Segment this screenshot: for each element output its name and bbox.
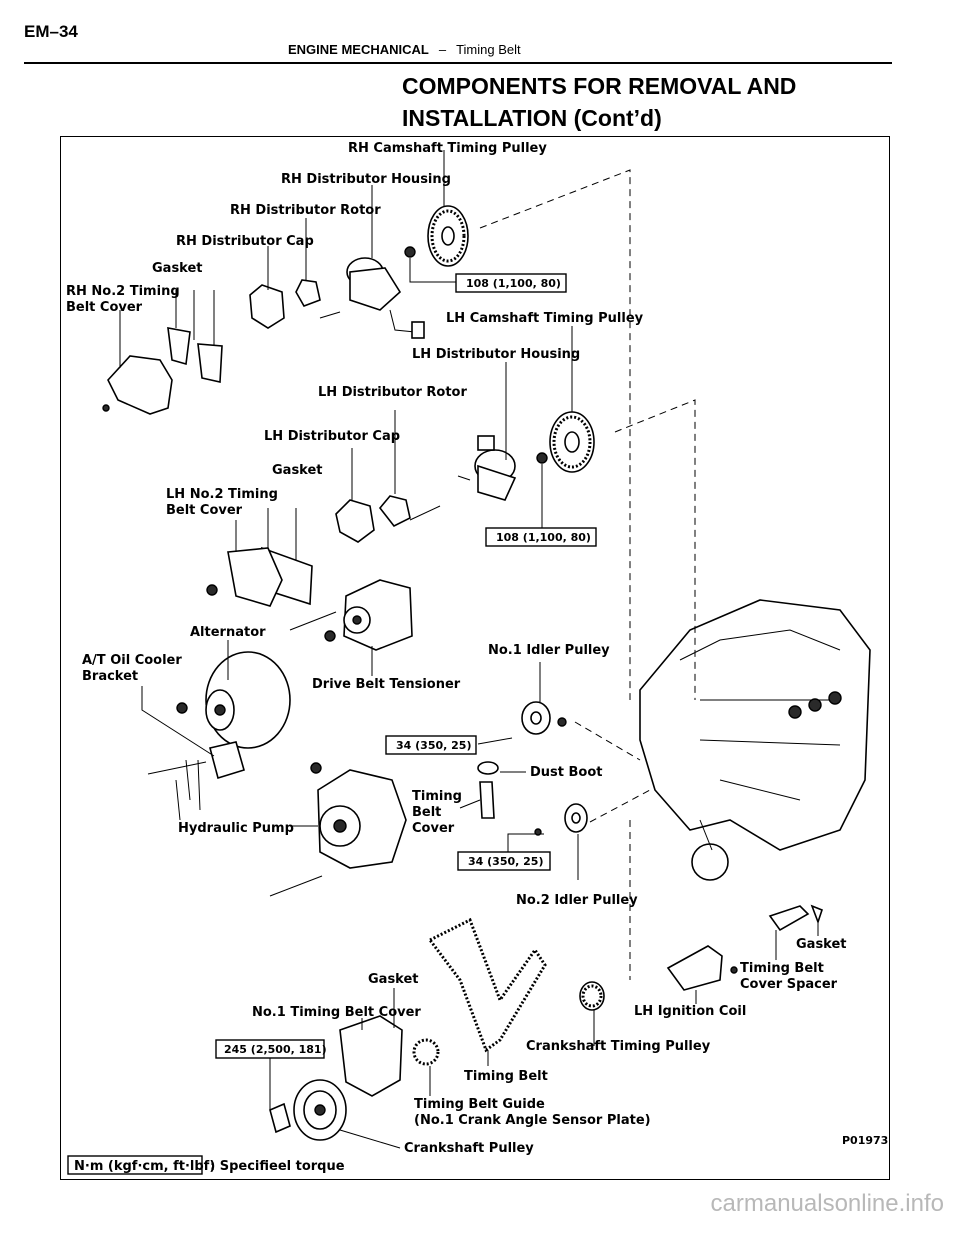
label-gasket-lh: Gasket xyxy=(272,463,323,478)
label-lh-ignition-coil: LH Ignition Coil xyxy=(634,1004,746,1019)
page-id: EM–34 xyxy=(24,22,78,41)
label-timing-belt-guide-line1: Timing Belt Guide xyxy=(414,1097,545,1112)
crankshaft-timing-pulley-drawing xyxy=(579,981,605,1046)
crankshaft-pulley-drawing xyxy=(269,1056,401,1149)
label-no2-idler-pulley: No.2 Idler Pulley xyxy=(516,893,638,908)
label-gasket-rh: Gasket xyxy=(152,261,203,276)
label-dust-boot: Dust Boot xyxy=(530,765,603,780)
label-rh-no2-cover-line1: RH No.2 Timing xyxy=(66,284,180,299)
header-subsection: Timing Belt xyxy=(456,42,521,57)
label-lh-distributor-rotor: LH Distributor Rotor xyxy=(318,385,467,400)
label-rh-distributor-housing: RH Distributor Housing xyxy=(281,172,451,187)
torque-no2-idler: 34 (350, 25) xyxy=(468,855,543,868)
header-section: ENGINE MECHANICAL xyxy=(288,42,429,57)
label-rh-camshaft-timing-pulley: RH Camshaft Timing Pulley xyxy=(348,141,547,156)
torque-lh-cam-pulley: 108 (1,100, 80) xyxy=(496,531,591,544)
label-timing-belt-cover-line2: Belt xyxy=(412,805,441,820)
header-rule xyxy=(24,62,892,64)
label-timing-belt: Timing Belt xyxy=(464,1069,548,1084)
label-lh-distributor-housing: LH Distributor Housing xyxy=(412,347,580,362)
lh-ignition-coil-drawing xyxy=(666,904,823,1004)
torque-no1-idler: 34 (350, 25) xyxy=(396,739,471,752)
label-gasket-spacer: Gasket xyxy=(796,937,847,952)
label-timing-belt-guide-line2: (No.1 Crank Angle Sensor Plate) xyxy=(414,1113,651,1128)
legend-unit-box xyxy=(67,1155,203,1175)
alternator-drawing xyxy=(176,640,291,749)
label-crankshaft-pulley: Crankshaft Pulley xyxy=(404,1141,534,1156)
torque-legend: N·m (kgf·cm, ft·lbf) : Specifieel torque xyxy=(67,1155,345,1175)
label-no1-timing-belt-cover: No.1 Timing Belt Cover xyxy=(252,1005,421,1020)
label-drive-belt-tensioner: Drive Belt Tensioner xyxy=(312,677,461,692)
engine-assembly-drawing xyxy=(639,599,871,881)
label-rh-no2-cover-line2: Belt Cover xyxy=(66,300,143,315)
timing-belt-drawing xyxy=(427,917,547,1066)
lh-no2-cover-drawing xyxy=(206,508,313,607)
label-figure-code: P01973 xyxy=(842,1134,888,1147)
label-timing-belt-cover-line3: Cover xyxy=(412,821,455,836)
label-crankshaft-timing-pulley: Crankshaft Timing Pulley xyxy=(526,1039,711,1054)
label-rh-distributor-cap: RH Distributor Cap xyxy=(176,234,314,249)
label-timing-belt-cover-line1: Timing xyxy=(412,789,462,804)
running-header: ENGINE MECHANICAL–Timing Belt xyxy=(288,42,521,57)
at-oil-cooler-bracket-drawing xyxy=(141,686,245,821)
torque-box-no2-idler xyxy=(457,851,551,871)
alignment-lines xyxy=(479,169,696,980)
label-timing-belt-cover-spacer-line2: Cover Spacer xyxy=(740,977,838,992)
figure-frame xyxy=(60,136,890,1180)
label-hydraulic-pump: Hydraulic Pump xyxy=(178,821,294,836)
label-alternator: Alternator xyxy=(190,625,266,640)
dust-boot-drawing xyxy=(459,761,526,819)
lh-camshaft-timing-pulley-drawing xyxy=(536,326,595,528)
legend-unit: N·m (kgf·cm, ft·lbf) xyxy=(74,1159,215,1174)
torque-crankshaft-pulley: 245 (2,500, 181) xyxy=(224,1043,327,1056)
torque-box-lh-cam xyxy=(485,527,597,547)
timing-belt-guide-drawing xyxy=(412,1038,440,1096)
label-lh-no2-cover-line2: Belt Cover xyxy=(166,503,243,518)
torque-specs: 108 (1,100, 80) 108 (1,100, 80) 34 (350,… xyxy=(215,273,597,1059)
header-separator: – xyxy=(438,42,447,57)
rh-no2-cover-drawing xyxy=(102,290,223,415)
rh-distributor-parts-drawing xyxy=(249,185,425,339)
no2-idler-pulley-drawing xyxy=(507,803,588,880)
rh-camshaft-timing-pulley-drawing xyxy=(404,150,469,283)
drive-belt-tensioner-drawing xyxy=(289,579,413,676)
page-heading: COMPONENTS FOR REMOVAL AND INSTALLATION … xyxy=(402,70,796,134)
torque-box-rh-cam xyxy=(455,273,567,293)
hydraulic-pump-drawing xyxy=(269,762,407,897)
label-at-oil-cooler-line2: Bracket xyxy=(82,669,138,684)
label-lh-no2-cover-line1: LH No.2 Timing xyxy=(166,487,278,502)
heading-line-1: COMPONENTS FOR REMOVAL AND xyxy=(402,73,797,99)
watermark: carmanualsonline.info xyxy=(710,1190,944,1217)
label-lh-camshaft-timing-pulley: LH Camshaft Timing Pulley xyxy=(446,311,644,326)
legend-meaning: : Specifieel torque xyxy=(210,1159,345,1174)
label-rh-distributor-rotor: RH Distributor Rotor xyxy=(230,203,381,218)
callout-labels: RH Camshaft Timing Pulley RH Distributor… xyxy=(66,141,888,1156)
label-lh-distributor-cap: LH Distributor Cap xyxy=(264,429,400,444)
label-no1-idler-pulley: No.1 Idler Pulley xyxy=(488,643,610,658)
lh-distributor-parts-drawing xyxy=(335,362,517,543)
heading-line-2: INSTALLATION (Cont’d) xyxy=(402,105,662,131)
torque-box-crankshaft xyxy=(215,1039,325,1059)
no1-timing-belt-cover-drawing xyxy=(339,988,403,1097)
label-timing-belt-cover-spacer-line1: Timing Belt xyxy=(740,961,824,976)
label-gasket-no1: Gasket xyxy=(368,972,419,987)
no1-idler-pulley-drawing xyxy=(477,662,567,745)
torque-box-no1-idler xyxy=(385,735,477,755)
torque-rh-cam-pulley: 108 (1,100, 80) xyxy=(466,277,561,290)
label-at-oil-cooler-line1: A/T Oil Cooler xyxy=(82,653,182,668)
